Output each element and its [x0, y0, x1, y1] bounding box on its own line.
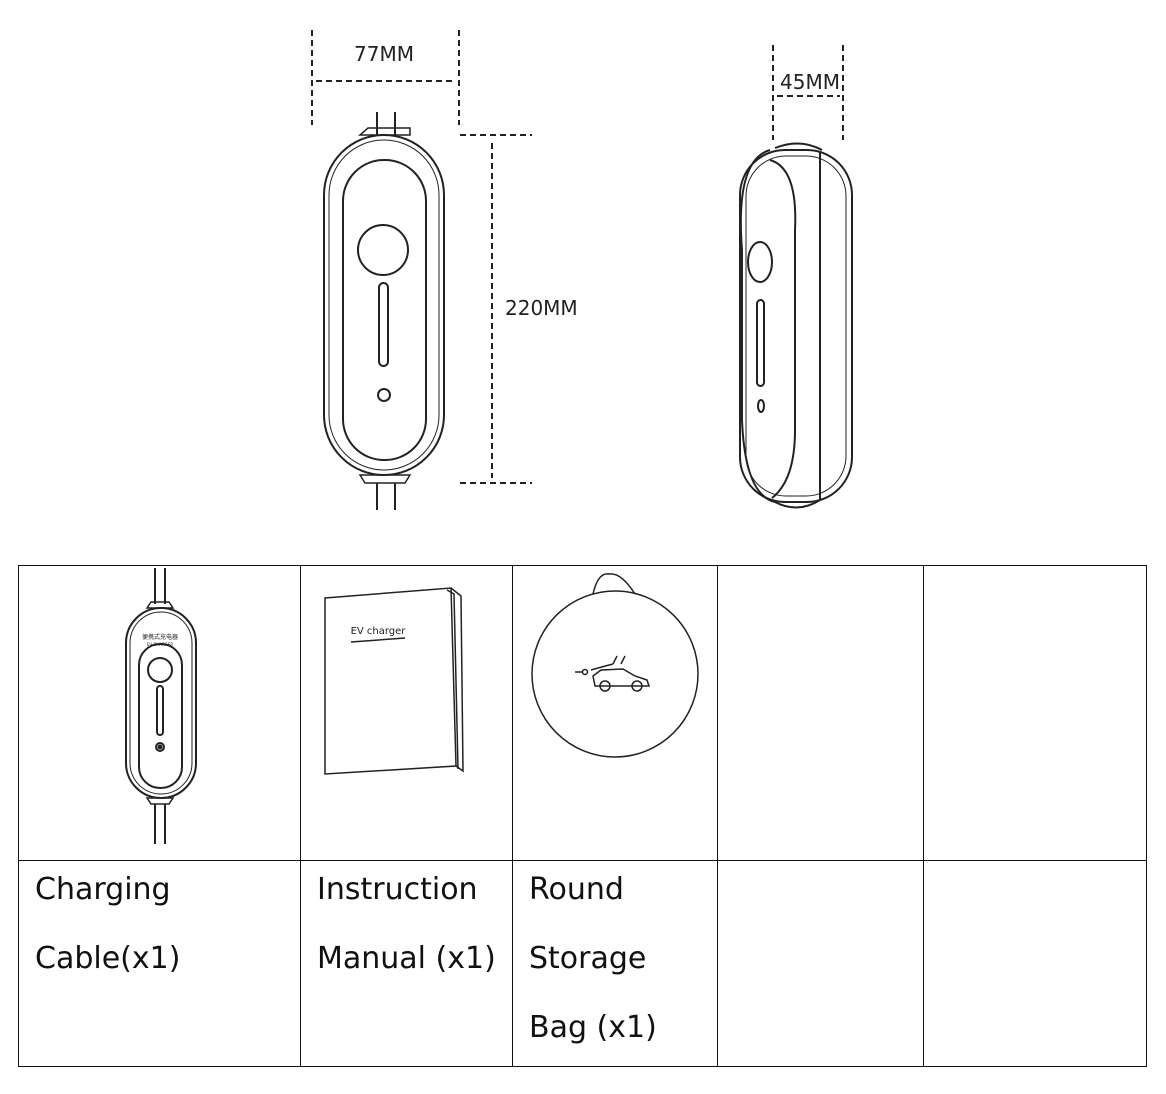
- instruction-manual-label: Instruction Manual (x1): [317, 872, 496, 976]
- dimension-drawings: 77MM 220MM 45MM: [311, 30, 853, 510]
- empty-cell-5: [923, 565, 1147, 861]
- empty-label-cell-4: [717, 860, 924, 1067]
- empty-label-cell-5: [923, 860, 1147, 1067]
- empty-cell-4: [717, 565, 924, 861]
- cell-instruction-manual-label: Instruction Manual (x1): [300, 860, 513, 1067]
- cell-storage-bag-image: [512, 565, 718, 861]
- storage-bag-icon: [531, 573, 699, 758]
- table-row-images: 便携式充电器 EV CHARGER EV charger: [18, 565, 1147, 861]
- width-dimension-label: 77MM: [354, 42, 414, 66]
- charging-cable-icon: 便携式充电器 EV CHARGER: [125, 568, 197, 844]
- cell-charging-cable-image: 便携式充电器 EV CHARGER: [18, 565, 301, 861]
- depth-dimension-label: 45MM: [780, 70, 840, 94]
- cell-charging-cable-label: Charging Cable(x1): [18, 860, 301, 1067]
- table-row-labels: Charging Cable(x1) Instruction Manual (x…: [18, 860, 1147, 1067]
- cell-storage-bag-label: Round Storage Bag (x1): [512, 860, 718, 1067]
- cell-instruction-manual-image: EV charger: [300, 565, 513, 861]
- device-label-en: EV CHARGER: [147, 642, 173, 647]
- manual-cover-text: EV charger: [351, 626, 407, 637]
- storage-bag-label: Round Storage Bag (x1): [529, 872, 657, 1045]
- front-dimension-lines: [311, 30, 532, 484]
- package-contents-table: 便携式充电器 EV CHARGER EV charger: [18, 565, 1147, 1067]
- side-dimension-lines: [772, 45, 844, 140]
- instruction-manual-icon: EV charger: [324, 587, 464, 775]
- device-label-cn: 便携式充电器: [142, 633, 178, 641]
- height-dimension-label: 220MM: [505, 296, 578, 320]
- side-view-drawing: [739, 142, 853, 509]
- front-view-drawing: [323, 112, 445, 510]
- charging-cable-label: Charging Cable(x1): [35, 872, 181, 976]
